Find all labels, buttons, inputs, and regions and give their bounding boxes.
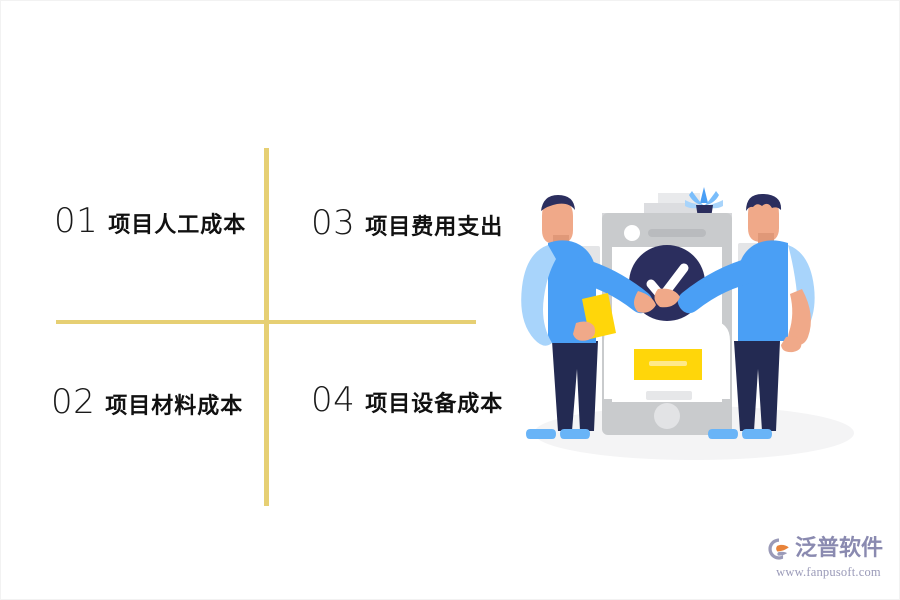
shelf-back-upper bbox=[658, 193, 700, 203]
item-number: 01 bbox=[54, 201, 99, 241]
item-number: 04 bbox=[311, 380, 356, 420]
item-label: 项目材料成本 bbox=[105, 394, 244, 419]
person-left bbox=[521, 195, 656, 439]
fanpu-logo-icon bbox=[768, 538, 789, 560]
item-label: 项目费用支出 bbox=[365, 215, 504, 240]
head-left bbox=[542, 199, 573, 244]
screen-card-button-text bbox=[649, 361, 687, 366]
list-item-01[interactable]: 01 项目人工成本 bbox=[54, 201, 246, 241]
shelf-back-lower bbox=[644, 203, 700, 214]
list-item-03[interactable]: 03 项目费用支出 bbox=[311, 203, 503, 243]
brand-name: 泛普软件 bbox=[795, 536, 884, 561]
brand-url: www.fanpusoft.com bbox=[776, 565, 881, 579]
list-item-04[interactable]: 04 项目设备成本 bbox=[311, 380, 503, 420]
item-label: 项目设备成本 bbox=[365, 392, 504, 417]
watermark-logo: 泛普软件 www.fanpusoft.com bbox=[766, 536, 891, 588]
head-right bbox=[748, 197, 779, 242]
handshake-illustration bbox=[506, 171, 881, 461]
person-right bbox=[654, 193, 815, 439]
item-label: 项目人工成本 bbox=[108, 213, 247, 238]
phone-home-button bbox=[654, 403, 680, 429]
screen-card-text-line bbox=[646, 391, 692, 400]
phone-camera-dot bbox=[624, 225, 640, 241]
phone-speaker-bar bbox=[648, 229, 706, 237]
list-item-02[interactable]: 02 项目材料成本 bbox=[51, 382, 243, 422]
watermark-row: 泛普软件 bbox=[766, 536, 891, 562]
item-number: 03 bbox=[311, 203, 356, 243]
arm-right bbox=[677, 257, 757, 314]
arm-left bbox=[573, 257, 653, 314]
item-number: 02 bbox=[51, 382, 96, 422]
vertical-divider bbox=[264, 148, 269, 506]
horizontal-divider bbox=[56, 320, 476, 324]
shirt-right bbox=[738, 240, 788, 341]
